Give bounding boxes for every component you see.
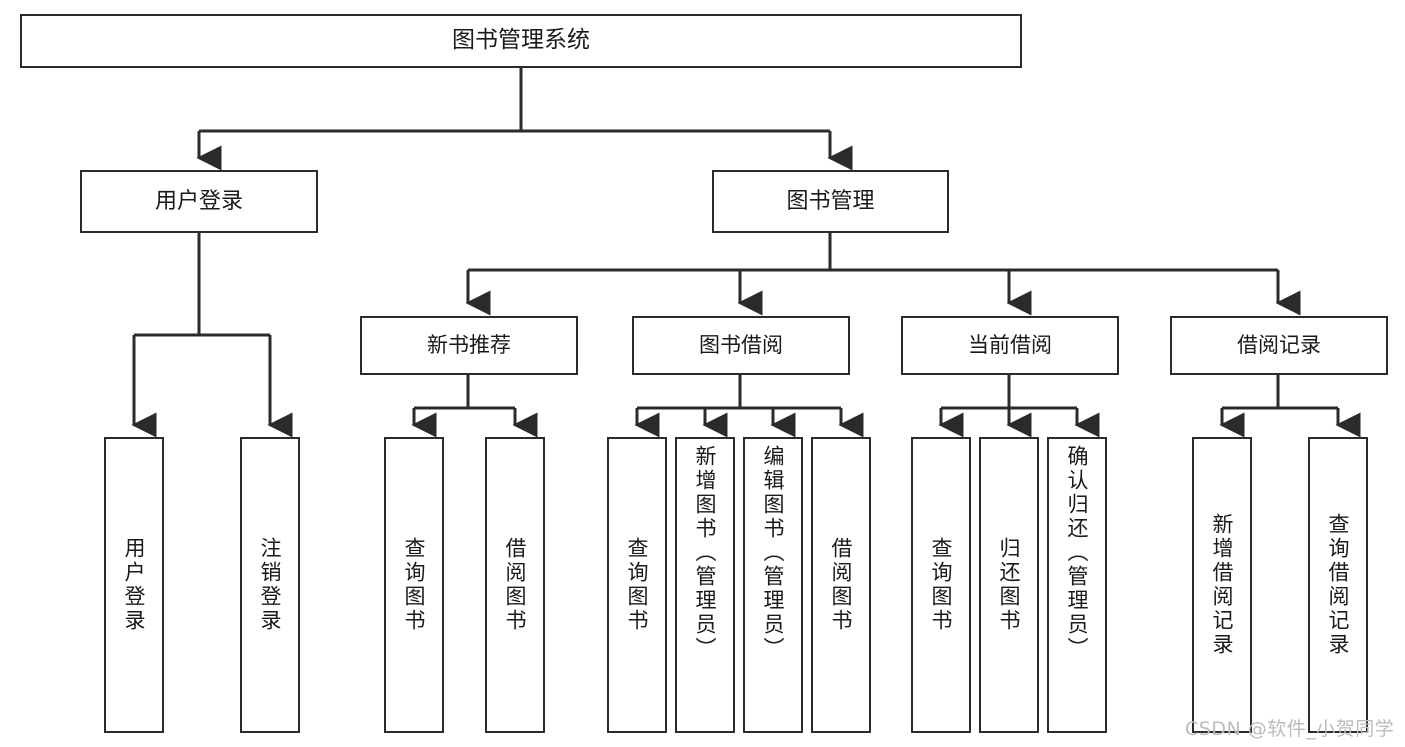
- node-label: 查询图书: [929, 537, 954, 633]
- node-label: 查询借阅记录: [1326, 513, 1351, 657]
- leaf-query-book-newbook[interactable]: 查询图书: [384, 437, 444, 733]
- node-user-login[interactable]: 用户登录: [80, 170, 318, 233]
- node-label: 归还图书: [997, 537, 1022, 633]
- node-label: 借阅图书: [829, 537, 854, 633]
- node-label: 编辑图书（管理员）: [761, 445, 786, 661]
- csdn-watermark: CSDN @软件_小贺同学: [1185, 718, 1395, 740]
- leaf-add-borrow-record[interactable]: 新增借阅记录: [1192, 437, 1252, 733]
- node-label: 新书推荐: [427, 333, 511, 358]
- leaf-borrow-book[interactable]: 借阅图书: [811, 437, 871, 733]
- node-label: 图书借阅: [699, 333, 783, 358]
- node-new-book-recommend[interactable]: 新书推荐: [360, 316, 578, 375]
- leaf-query-borrow-record[interactable]: 查询借阅记录: [1308, 437, 1368, 733]
- leaf-borrow-book-newbook[interactable]: 借阅图书: [485, 437, 545, 733]
- leaf-confirm-return-admin[interactable]: 确认归还（管理员）: [1047, 437, 1107, 733]
- leaf-user-logout[interactable]: 注销登录: [240, 437, 300, 733]
- leaf-query-book-borrow[interactable]: 查询图书: [607, 437, 667, 733]
- leaf-add-book-admin[interactable]: 新增图书（管理员）: [675, 437, 735, 733]
- node-label: 新增图书（管理员）: [693, 445, 718, 661]
- node-current-borrow[interactable]: 当前借阅: [901, 316, 1119, 375]
- node-label: 借阅图书: [503, 537, 528, 633]
- node-label: 查询图书: [402, 537, 427, 633]
- node-label: 借阅记录: [1237, 333, 1321, 358]
- node-label: 当前借阅: [968, 333, 1052, 358]
- leaf-user-login[interactable]: 用户登录: [104, 437, 164, 733]
- node-book-borrow[interactable]: 图书借阅: [632, 316, 850, 375]
- node-label: 确认归还（管理员）: [1065, 445, 1090, 661]
- node-label: 用户登录: [122, 537, 147, 633]
- node-label: 图书管理系统: [452, 27, 590, 54]
- leaf-edit-book-admin[interactable]: 编辑图书（管理员）: [743, 437, 803, 733]
- node-label: 查询图书: [625, 537, 650, 633]
- node-root-system[interactable]: 图书管理系统: [20, 14, 1022, 68]
- node-label: 注销登录: [258, 537, 283, 633]
- node-borrow-record[interactable]: 借阅记录: [1170, 316, 1388, 375]
- node-label: 图书管理: [786, 188, 875, 214]
- node-book-management[interactable]: 图书管理: [712, 170, 949, 233]
- leaf-query-book-current[interactable]: 查询图书: [911, 437, 971, 733]
- leaf-return-book[interactable]: 归还图书: [979, 437, 1039, 733]
- node-label: 用户登录: [154, 188, 243, 214]
- node-label: 新增借阅记录: [1210, 513, 1235, 657]
